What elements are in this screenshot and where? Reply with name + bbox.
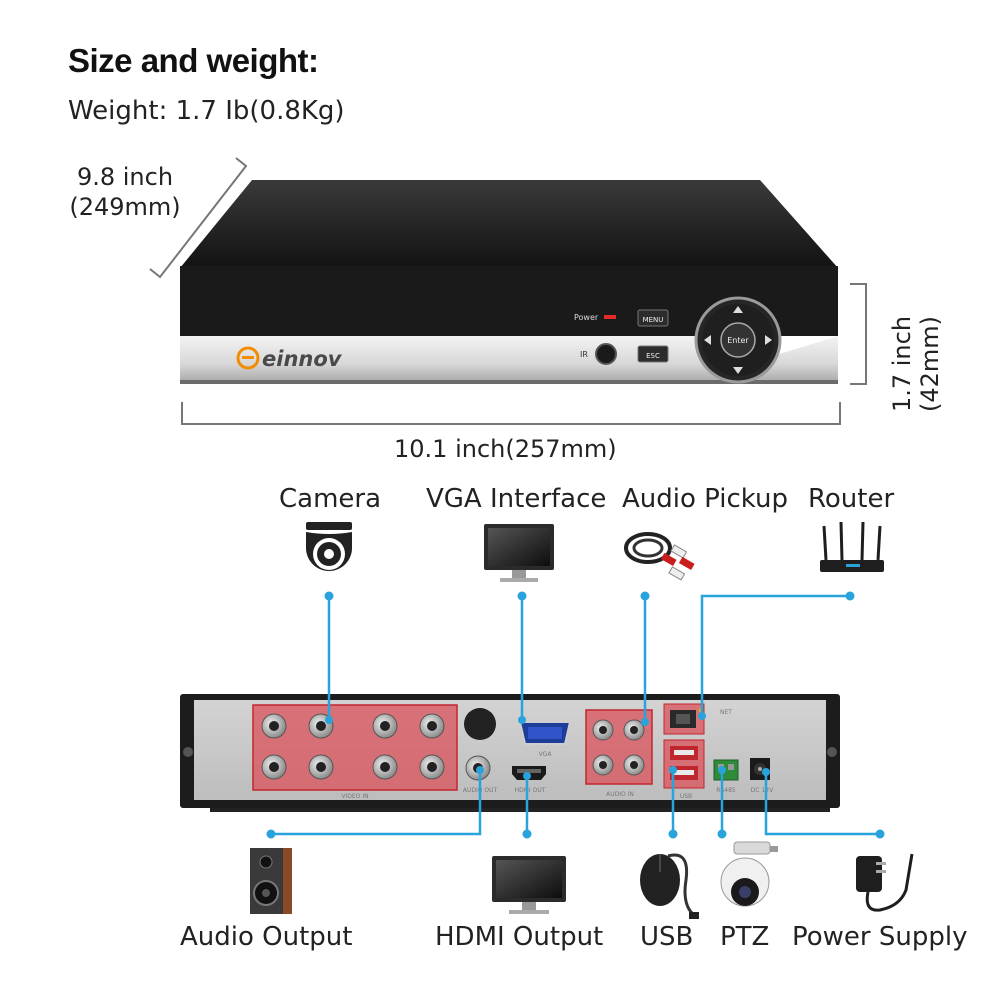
router-label: Router xyxy=(808,484,895,514)
audio-output-label: Audio Output xyxy=(180,922,353,952)
svg-text:MENU: MENU xyxy=(643,316,664,324)
dvr-top-cover xyxy=(180,180,838,268)
vga-interface-label: VGA Interface xyxy=(426,484,607,514)
rs485-label: RS485 xyxy=(716,787,736,794)
fan-port xyxy=(464,708,496,740)
monitor-icon xyxy=(484,524,554,582)
enter-button[interactable] xyxy=(720,322,756,358)
usb-ports xyxy=(663,739,705,789)
power-label: Power xyxy=(574,313,599,322)
menu-button[interactable]: MENU xyxy=(637,309,669,327)
audio-cable-icon xyxy=(624,532,695,581)
usb-label: USB xyxy=(680,793,692,800)
vga-label: VGA xyxy=(539,751,553,758)
left-arrow-icon xyxy=(704,335,711,345)
rca-audio-inputs xyxy=(592,719,645,776)
ptz-label: PTZ xyxy=(720,922,770,952)
hdmi-out-label: HDMI OUT xyxy=(515,787,546,794)
width-dimension-line xyxy=(181,402,841,425)
depth-dimension: 9.8 inch (249mm) xyxy=(62,162,188,222)
camera-label: Camera xyxy=(279,484,382,514)
svg-text:ESC: ESC xyxy=(646,352,660,360)
hdmi-output-label: HDMI Output xyxy=(435,922,604,952)
depth-mm: (249mm) xyxy=(69,193,181,221)
depth-dimension-line xyxy=(149,157,248,279)
height-dimension-line xyxy=(850,283,867,385)
connector-dots xyxy=(266,591,885,839)
weight-text: Weight: 1.7 Ib(0.8Kg) xyxy=(68,96,345,126)
ir-label: IR xyxy=(580,350,588,359)
page-title: Size and weight: xyxy=(68,42,319,79)
right-arrow-icon xyxy=(765,335,772,345)
usb-output-label: USB xyxy=(640,922,694,952)
esc-button[interactable]: ESC xyxy=(637,345,669,363)
ethernet-port xyxy=(663,703,705,735)
brand-name: einnov xyxy=(262,347,343,371)
direction-pad[interactable]: Enter xyxy=(694,296,782,384)
enter-label: Enter xyxy=(727,336,749,345)
ptz-camera-icon xyxy=(720,841,778,907)
router-icon xyxy=(820,521,884,572)
audio-in-label: AUDIO IN xyxy=(606,791,634,798)
hdmi-monitor-icon xyxy=(492,856,566,914)
power-supply-label: Power Supply xyxy=(792,922,968,952)
dvr-front: einnov Power MENU IR ESC Enter xyxy=(180,180,838,384)
dvr-front-silver xyxy=(180,336,838,382)
mouse-icon xyxy=(640,853,699,919)
width-dimension: 10.1 inch(257mm) xyxy=(394,435,617,463)
up-arrow-icon xyxy=(733,306,743,313)
brand-logo: einnov xyxy=(236,346,343,371)
camera-icon xyxy=(306,522,352,571)
connector-lines xyxy=(271,594,880,836)
speaker-icon xyxy=(250,848,292,914)
dvr-rear-panel: VIDEO IN AUDIO OUT VGA HDMI OUT AUD xyxy=(180,694,840,812)
bnc-video-inputs xyxy=(261,713,445,780)
depth-inch: 9.8 inch xyxy=(76,163,174,191)
net-label: NET xyxy=(720,709,732,716)
ir-sensor xyxy=(595,343,617,365)
power-adapter-icon xyxy=(856,853,914,912)
vga-port xyxy=(518,721,572,745)
down-arrow-icon xyxy=(733,367,743,374)
audio-pickup-label: Audio Pickup xyxy=(622,484,789,514)
power-led xyxy=(604,315,616,319)
video-in-label: VIDEO IN xyxy=(341,793,368,800)
dc12v-label: DC 12V xyxy=(751,787,774,794)
